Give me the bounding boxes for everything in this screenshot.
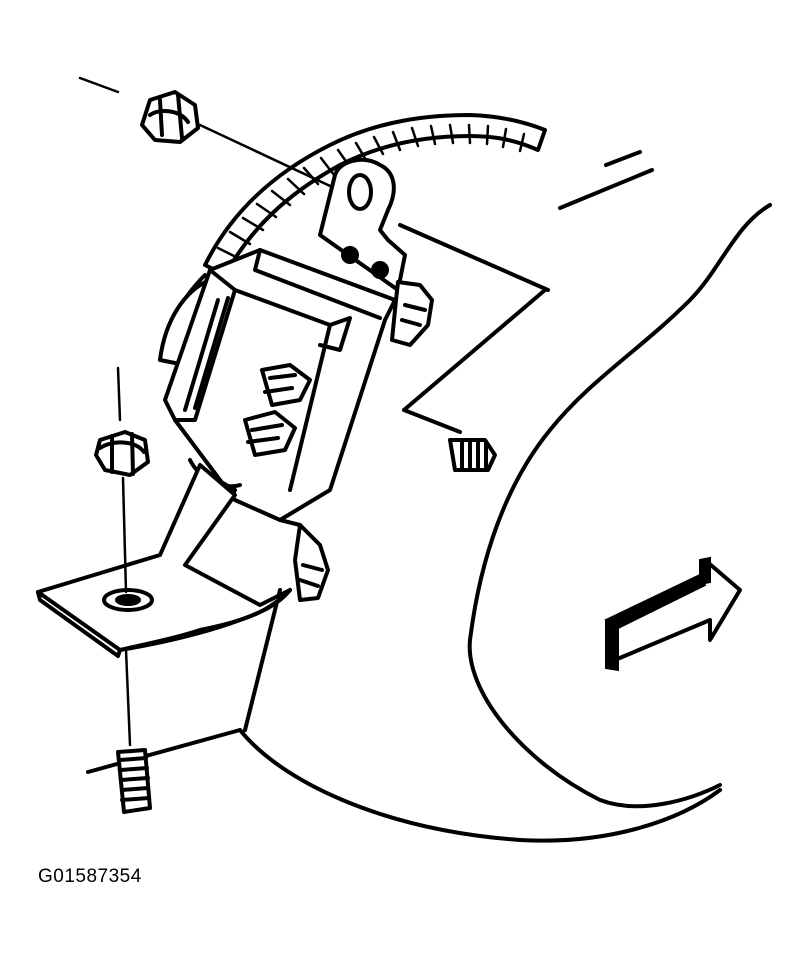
- forward-arrow: [604, 556, 742, 672]
- lower-nut: [94, 366, 150, 594]
- bottom-stud: [116, 648, 152, 814]
- side-stud: [448, 438, 497, 472]
- mounting-bracket: [36, 463, 292, 658]
- panel-surface: [86, 150, 772, 843]
- upper-nut: [78, 76, 362, 202]
- figure-id-label: G01587354: [38, 866, 142, 887]
- control-module: [163, 157, 434, 602]
